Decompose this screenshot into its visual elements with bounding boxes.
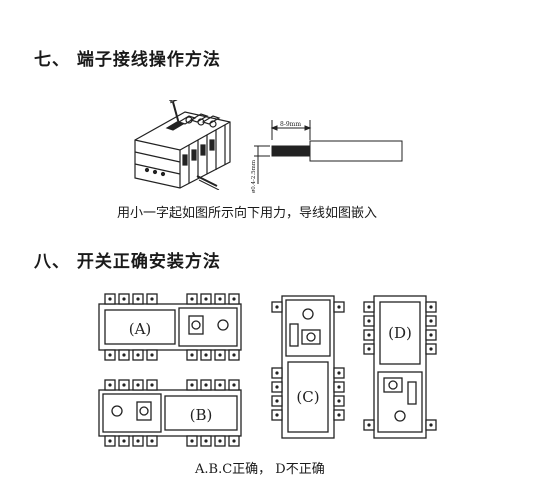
section-7-heading: 七、 端子接线操作方法	[34, 50, 221, 70]
terminal-block-figure	[134, 100, 231, 190]
switch-figure-a: (A)	[98, 293, 242, 361]
switch-figure-d: (D)	[363, 295, 437, 439]
stripped-wire-figure: 8-9mm ø0.4-2.5mm	[251, 120, 403, 193]
installation-caption: A.B.C正确， D不正确	[195, 462, 325, 477]
switch-label-d: (D)	[388, 324, 412, 342]
terminal-caption: 用小一字起如图所示向下用力，导线如图嵌入	[117, 206, 378, 221]
switch-label-c: (C)	[296, 388, 319, 406]
switch-figure-c: (C)	[271, 295, 345, 439]
switch-label-a: (A)	[129, 320, 152, 338]
switch-label-b: (B)	[190, 406, 213, 424]
strip-length-label: 8-9mm	[280, 121, 301, 128]
section-8-heading: 八、 开关正确安装方法	[34, 252, 221, 272]
wire-diameter-label: ø0.4-2.5mm	[251, 159, 257, 193]
switch-figure-b: (B)	[98, 379, 242, 447]
